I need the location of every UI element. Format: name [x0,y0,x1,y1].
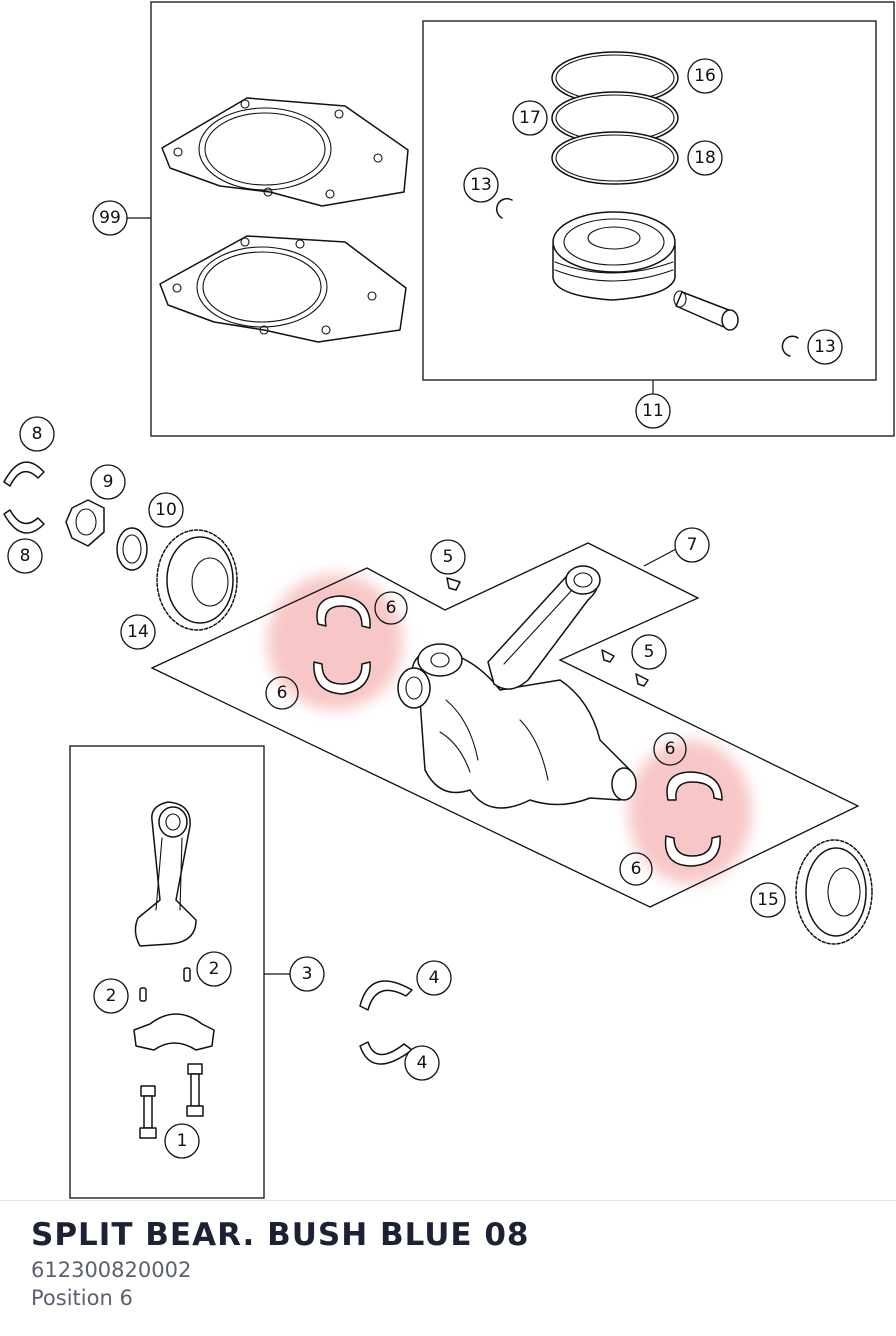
svg-text:15: 15 [757,890,779,910]
gear-14 [156,529,238,631]
rod-bearing-shell-upper [359,980,413,1011]
part-title: SPLIT BEAR. BUSH BLUE 08 [31,1217,530,1253]
connecting-rod-assembled [417,565,601,690]
svg-text:2: 2 [209,959,220,979]
svg-text:3: 3 [302,964,313,984]
dowel-pin-left [139,987,147,1002]
svg-text:10: 10 [155,500,177,520]
svg-text:6: 6 [277,683,288,703]
hex-nut [65,499,105,547]
crankshaft-assembly-frame [150,542,860,908]
svg-text:7: 7 [687,535,698,555]
callout-9[interactable]: 9 [90,464,126,500]
conrod-cap [133,1013,215,1051]
woodruff-key-upper [446,577,461,591]
svg-text:6: 6 [631,859,642,879]
svg-text:99: 99 [99,208,121,228]
woodruff-key-mid [601,649,615,663]
piston-pin [673,290,739,331]
conrod-bolt-left [139,1085,157,1139]
circlip-upper [496,197,513,219]
callout-2-left[interactable]: 2 [93,978,129,1014]
callout-6-left-upper[interactable]: 6 [374,591,408,625]
part-info-footer: SPLIT BEAR. BUSH BLUE 08 612300820002 Po… [0,1200,896,1336]
callout-10[interactable]: 10 [148,492,184,528]
svg-text:1: 1 [177,1131,188,1151]
callout-6-right-upper[interactable]: 6 [653,732,687,766]
washer [116,527,148,571]
conrod-kit-frame [69,745,265,1199]
svg-text:4: 4 [417,1053,428,1073]
bearing-shell-8-upper [3,461,45,487]
main-bearing-shell-upper-right [666,771,723,801]
svg-text:18: 18 [694,148,716,168]
callout-4-upper[interactable]: 4 [416,960,452,996]
svg-text:9: 9 [103,472,114,492]
callout-7[interactable]: 7 [674,527,710,563]
main-bearing-shell-lower-left [313,661,371,695]
bearing-shell-8-lower [3,509,45,534]
callout-14[interactable]: 14 [120,614,156,650]
svg-text:13: 13 [814,337,836,357]
svg-text:2: 2 [106,986,117,1006]
callout-13-upper[interactable]: 13 [463,167,499,203]
callout-16[interactable]: 16 [687,58,723,94]
callout-6-left-lower[interactable]: 6 [265,676,299,710]
gear-15 [795,839,873,945]
part-position: Position 6 [31,1286,133,1310]
cylinder-base-gasket [159,235,407,343]
callout-8-lower[interactable]: 8 [7,538,43,574]
highlight-glow-right [628,740,752,884]
main-bearing-shell-upper-left [316,595,371,629]
svg-text:5: 5 [443,547,454,567]
dowel-pin-right [183,967,191,982]
callout-4-lower[interactable]: 4 [404,1045,440,1081]
piston [552,211,676,301]
svg-text:6: 6 [386,598,397,618]
callout-2-right[interactable]: 2 [196,951,232,987]
callout-15[interactable]: 15 [750,882,786,918]
main-bearing-shell-lower-right [664,835,721,867]
svg-text:13: 13 [470,175,492,195]
callout-5-lower[interactable]: 5 [631,634,667,670]
connecting-rod [134,801,197,947]
svg-text:6: 6 [665,739,676,759]
conrod-bolt-right [186,1063,204,1117]
head-gasket-upper [161,97,409,207]
part-number: 612300820002 [31,1258,192,1282]
svg-text:14: 14 [127,622,149,642]
svg-text:4: 4 [429,968,440,988]
woodruff-key-lower [635,673,649,687]
gasket-kit-frame [150,1,895,437]
callout-1[interactable]: 1 [164,1123,200,1159]
svg-text:8: 8 [32,424,43,444]
circlip-lower [781,335,799,357]
callout-99[interactable]: 99 [92,200,128,236]
svg-text:11: 11 [642,401,664,421]
callout-5-upper[interactable]: 5 [430,539,466,575]
callout-13-lower[interactable]: 13 [807,329,843,365]
piston-ring-18 [551,131,679,185]
leader-7 [643,547,679,567]
callout-8-upper[interactable]: 8 [19,416,55,452]
callout-18[interactable]: 18 [687,140,723,176]
svg-text:16: 16 [694,66,716,86]
svg-text:5: 5 [644,642,655,662]
piston-kit-frame [422,20,877,381]
callout-11[interactable]: 11 [635,393,671,429]
callout-17[interactable]: 17 [512,100,548,136]
svg-text:8: 8 [20,546,31,566]
callout-6-right-lower[interactable]: 6 [619,852,653,886]
svg-text:17: 17 [519,108,541,128]
rod-bearing-shell-lower [359,1041,413,1065]
exploded-parts-diagram: 99 16 17 18 13 13 11 8 8 9 10 14 5 7 5 6… [3,1,895,1199]
callout-3[interactable]: 3 [289,956,325,992]
